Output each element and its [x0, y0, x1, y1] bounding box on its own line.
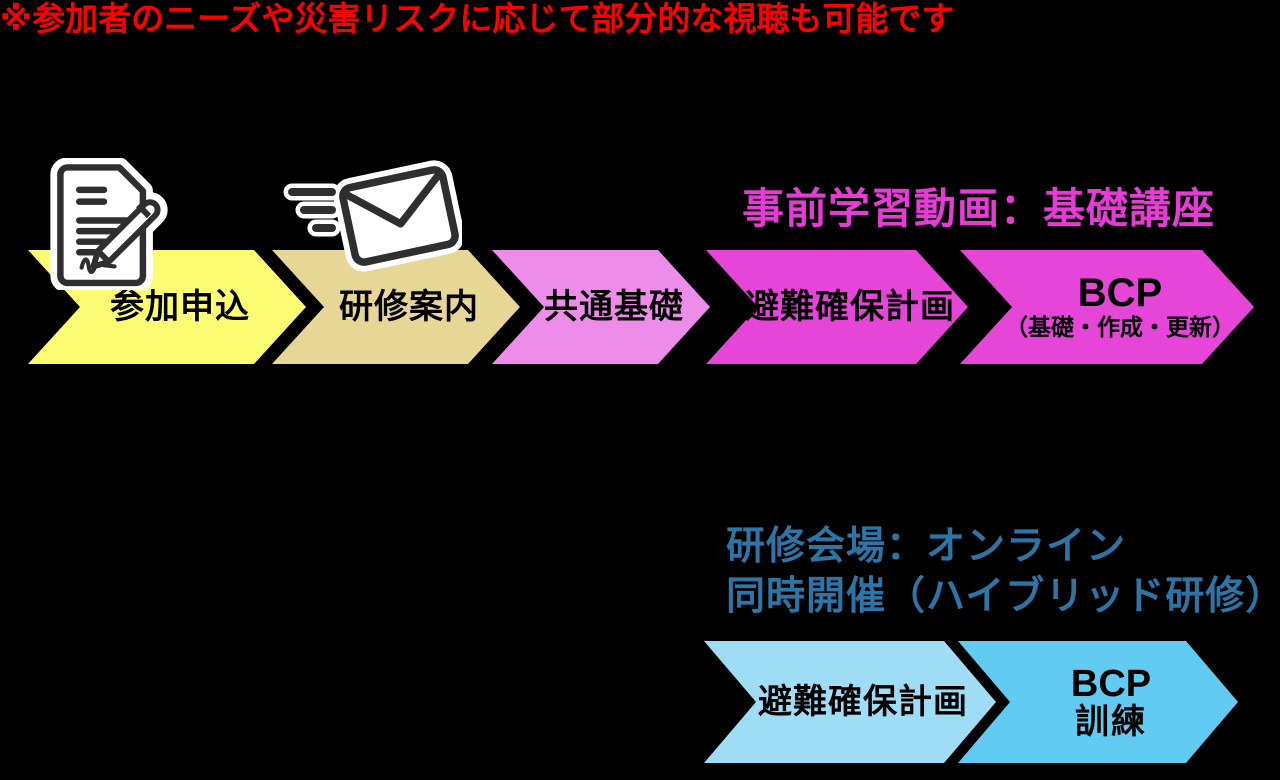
flow-step-evacuation-plan: 避難確保計画	[706, 250, 968, 364]
flow-step-bcp-training: BCP 訓練	[958, 641, 1238, 763]
step-sublabel: 訓練	[1075, 703, 1147, 741]
bottom-flow-row: 避難確保計画 BCP 訓練	[0, 641, 1280, 763]
step-label: BCP	[1070, 663, 1152, 705]
venue-heading-line1: 研修会場：オンライン	[726, 525, 1127, 568]
pre-learning-video-heading: 事前学習動画：基礎講座	[742, 185, 1216, 232]
step-label: BCP	[1077, 271, 1163, 315]
step-sublabel: （基礎・作成・更新）	[1005, 314, 1235, 340]
venue-heading-line2: 同時開催（ハイブリッド研修）	[726, 575, 1280, 618]
flow-step-evacuation-plan-workshop: 避難確保計画	[704, 641, 996, 763]
step-label: 避難確保計画	[745, 288, 955, 326]
step-label: 避難確保計画	[758, 683, 968, 721]
flow-step-bcp: BCP （基礎・作成・更新）	[960, 250, 1254, 364]
partial-viewing-note: ※参加者のニーズや災害リスクに応じて部分的な視聴も可能です	[0, 0, 955, 37]
flow-step-common-basics: 共通基礎	[492, 250, 710, 364]
venue-heading: 研修会場：オンライン 同時開催（ハイブリッド研修）	[726, 522, 1280, 622]
step-label: 共通基礎	[544, 288, 684, 326]
step-label: 研修案内	[339, 288, 479, 326]
flow-step-guidance: 研修案内	[272, 250, 520, 364]
flying-mail-icon	[278, 156, 462, 276]
step-label: 参加申込	[110, 288, 250, 326]
application-form-icon	[38, 158, 170, 290]
top-flow-row: 参加申込 研修案内 共通基礎 避難確保計画 BCP （基礎・作成・更新）	[0, 250, 1280, 364]
